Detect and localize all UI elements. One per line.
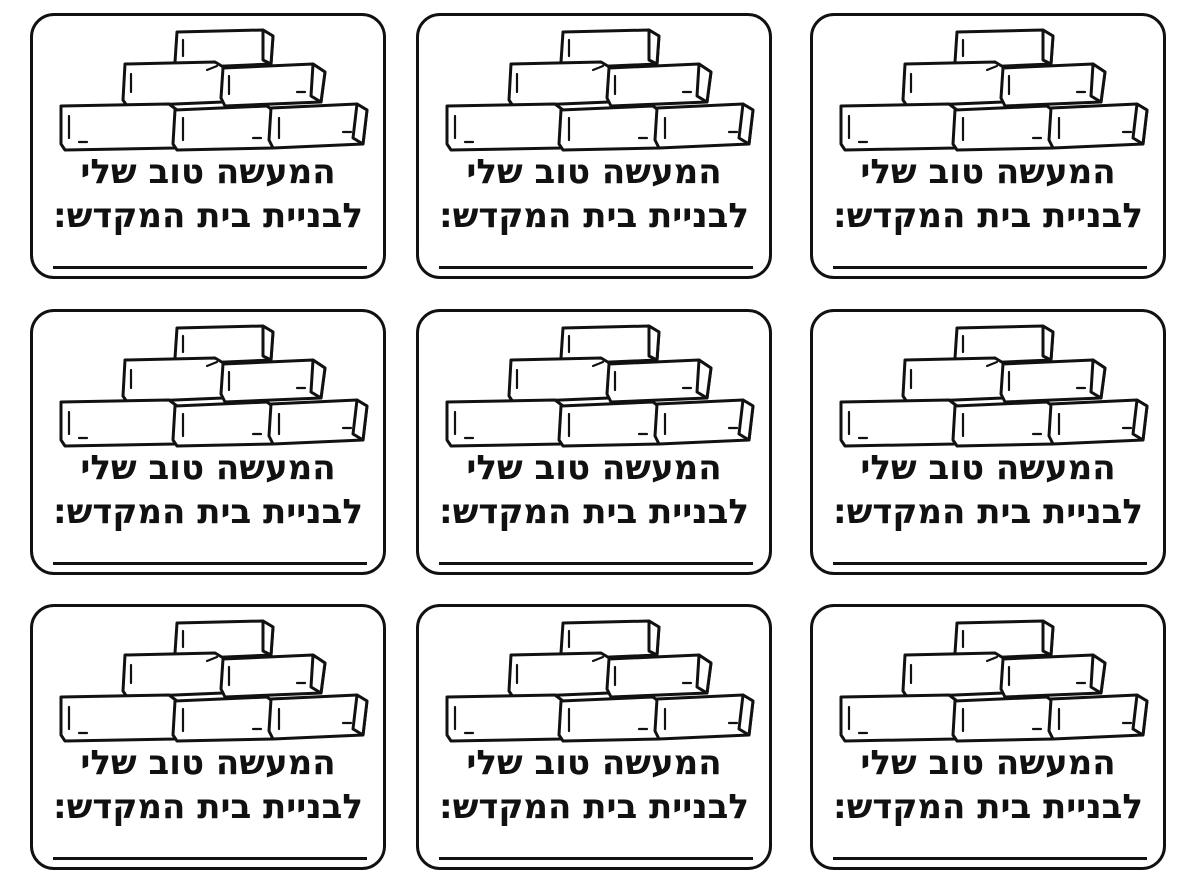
card-title: המעשה טוב שלי לבניית בית המקדש: (425, 446, 763, 534)
card-line-1: המעשה טוב שלי (466, 743, 722, 783)
card-line-1: המעשה טוב שלי (80, 152, 336, 192)
good-deed-card: המעשה טוב שלי לבניית בית המקדש: (416, 13, 772, 279)
card-line-2: לבניית בית המקדש: (833, 196, 1143, 236)
card-title: המעשה טוב שלי לבניית בית המקדש: (39, 150, 377, 238)
good-deed-card: המעשה טוב שלי לבניית בית המקדש: (416, 309, 772, 575)
write-line[interactable] (53, 266, 367, 269)
brick-pyramid-icon (839, 324, 1149, 448)
card-title: המעשה טוב שלי לבניית בית המקדש: (425, 150, 763, 238)
card-line-1: המעשה טוב שלי (80, 448, 336, 488)
brick-pyramid-icon (445, 619, 755, 743)
write-line[interactable] (439, 266, 753, 269)
good-deed-card: המעשה טוב שלי לבניית בית המקדש: (30, 309, 386, 575)
write-line[interactable] (439, 562, 753, 565)
good-deed-card: המעשה טוב שלי לבניית בית המקדש: (416, 604, 772, 870)
write-line[interactable] (53, 857, 367, 860)
card-line-1: המעשה טוב שלי (80, 743, 336, 783)
good-deed-card: המעשה טוב שלי לבניית בית המקדש: (810, 13, 1166, 279)
card-title: המעשה טוב שלי לבניית בית המקדש: (819, 741, 1157, 829)
card-title: המעשה טוב שלי לבניית בית המקדש: (425, 741, 763, 829)
card-title: המעשה טוב שלי לבניית בית המקדש: (819, 446, 1157, 534)
brick-pyramid-icon (445, 324, 755, 448)
good-deed-card: המעשה טוב שלי לבניית בית המקדש: (30, 13, 386, 279)
good-deed-card: המעשה טוב שלי לבניית בית המקדש: (810, 604, 1166, 870)
brick-pyramid-icon (445, 28, 755, 152)
write-line[interactable] (833, 857, 1147, 860)
card-line-2: לבניית בית המקדש: (439, 787, 749, 827)
write-line[interactable] (833, 266, 1147, 269)
good-deed-card: המעשה טוב שלי לבניית בית המקדש: (810, 309, 1166, 575)
brick-pyramid-icon (59, 619, 369, 743)
good-deed-card: המעשה טוב שלי לבניית בית המקדש: (30, 604, 386, 870)
card-title: המעשה טוב שלי לבניית בית המקדש: (39, 446, 377, 534)
card-line-2: לבניית בית המקדש: (53, 492, 363, 532)
card-line-2: לבניית בית המקדש: (53, 787, 363, 827)
card-line-2: לבניית בית המקדש: (439, 492, 749, 532)
brick-pyramid-icon (59, 324, 369, 448)
brick-pyramid-icon (839, 28, 1149, 152)
card-line-2: לבניית בית המקדש: (53, 196, 363, 236)
card-line-1: המעשה טוב שלי (860, 743, 1116, 783)
card-line-1: המעשה טוב שלי (466, 448, 722, 488)
write-line[interactable] (833, 562, 1147, 565)
card-line-1: המעשה טוב שלי (860, 448, 1116, 488)
brick-pyramid-icon (59, 28, 369, 152)
card-line-2: לבניית בית המקדש: (833, 492, 1143, 532)
card-line-2: לבניית בית המקדש: (833, 787, 1143, 827)
brick-pyramid-icon (839, 619, 1149, 743)
write-line[interactable] (53, 562, 367, 565)
card-line-1: המעשה טוב שלי (466, 152, 722, 192)
card-title: המעשה טוב שלי לבניית בית המקדש: (819, 150, 1157, 238)
write-line[interactable] (439, 857, 753, 860)
card-title: המעשה טוב שלי לבניית בית המקדש: (39, 741, 377, 829)
card-line-2: לבניית בית המקדש: (439, 196, 749, 236)
card-line-1: המעשה טוב שלי (860, 152, 1116, 192)
